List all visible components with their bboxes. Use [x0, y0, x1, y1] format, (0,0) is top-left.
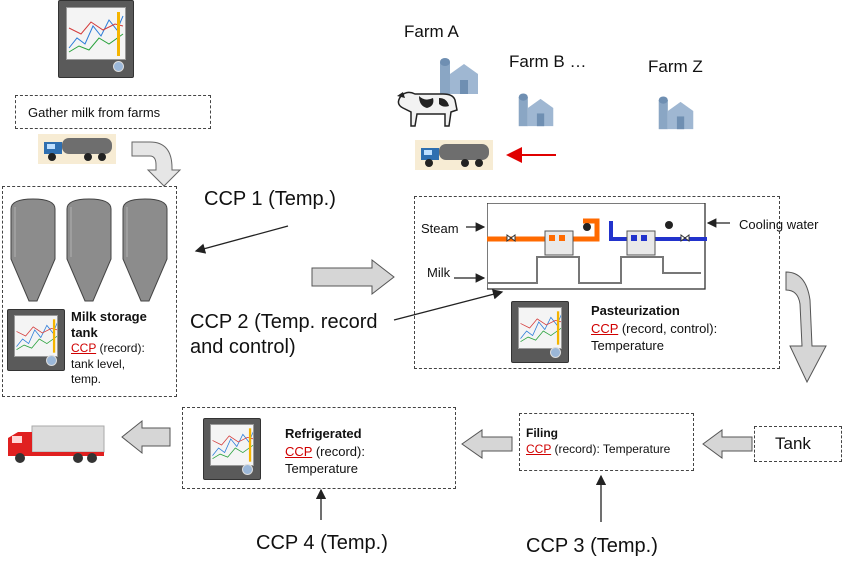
milk-truck-icon [38, 134, 116, 164]
farm-z-label: Farm Z [648, 57, 703, 76]
storage-ccp-suffix: (record): [96, 341, 145, 355]
tank-box: Tank [754, 426, 842, 462]
ccp2-label-line1: CCP 2 (Temp. record [190, 311, 378, 333]
cow-icon [397, 91, 458, 127]
recorder-icon [203, 418, 261, 480]
filling-ccp-suffix: (record): Temperature [551, 442, 671, 456]
pasteurization-ccp-link[interactable]: CCP [591, 321, 619, 336]
arrow-storage-to-pasteurization [311, 258, 395, 296]
ccp1-pointer [194, 225, 289, 254]
barn-icon [518, 93, 554, 127]
storage-ccp-line: CCP (record): [71, 341, 145, 355]
ccp4-label: CCP 4 (Temp.) [256, 532, 388, 554]
storage-title-line2: tank [71, 325, 98, 340]
ccp2-label-line2: and control) [190, 336, 296, 358]
storage-detail-line1: tank level, [71, 357, 126, 371]
pasteurization-ccp-line: CCP (record, control): [591, 321, 717, 336]
milk-label: Milk [427, 265, 451, 280]
refrigerated-ccp-suffix: (record): [312, 444, 365, 459]
pasteurization-process-diagram [487, 203, 707, 290]
arrow-pasteurization-to-tank [785, 271, 827, 384]
storage-detail-line2: temp. [71, 372, 102, 386]
refrigerated-title: Refrigerated [285, 426, 362, 441]
tank-label: Tank [775, 434, 811, 453]
refrigerated-detail: Temperature [285, 461, 358, 476]
recorder-icon [58, 0, 134, 78]
recorder-icon [7, 309, 65, 371]
cooling-water-label: Cooling water [739, 217, 819, 232]
filling-title: Filing [526, 426, 558, 440]
refrigerated-box: Refrigerated CCP (record): Temperature [182, 407, 456, 489]
milk-truck-icon [415, 140, 493, 170]
storage-silos-icon [10, 198, 168, 302]
pasteurization-detail: Temperature [591, 338, 664, 353]
farm-a-label: Farm A [404, 22, 459, 41]
steam-label: Steam [421, 221, 459, 236]
arrow-filling-to-refrigerated [461, 429, 513, 459]
storage-title-line1: Milk storage [71, 309, 147, 324]
delivery-truck-icon [8, 425, 105, 463]
milk-storage-box: Milk storage tank CCP (record): tank lev… [2, 186, 177, 397]
ccp3-label: CCP 3 (Temp.) [526, 535, 658, 557]
filling-ccp-line: CCP (record): Temperature [526, 442, 670, 456]
filling-box: Filing CCP (record): Temperature [519, 413, 694, 471]
pasteurization-title: Pasteurization [591, 303, 680, 318]
recorder-icon [511, 301, 569, 363]
barn-icon [440, 58, 478, 94]
filling-ccp-link[interactable]: CCP [526, 442, 552, 456]
pasteurization-box: Steam Milk Cooling water Pasteurization … [414, 196, 819, 369]
refrigerated-ccp-link[interactable]: CCP [285, 444, 313, 459]
gather-milk-label: Gather milk from farms [28, 105, 161, 120]
barn-icon [658, 96, 694, 130]
pasteurization-ccp-suffix: (record, control): [618, 321, 718, 336]
refrigerated-ccp-line: CCP (record): [285, 444, 365, 459]
storage-ccp-link[interactable]: CCP [71, 341, 97, 355]
farm-b-label: Farm B … [509, 52, 587, 71]
arrow-refrigerated-to-truck [121, 419, 171, 455]
curved-arrow-to-storage [131, 141, 182, 187]
arrow-tank-to-filling [702, 429, 753, 459]
gather-milk-box: Gather milk from farms [15, 95, 211, 129]
ccp1-label: CCP 1 (Temp.) [204, 188, 336, 210]
